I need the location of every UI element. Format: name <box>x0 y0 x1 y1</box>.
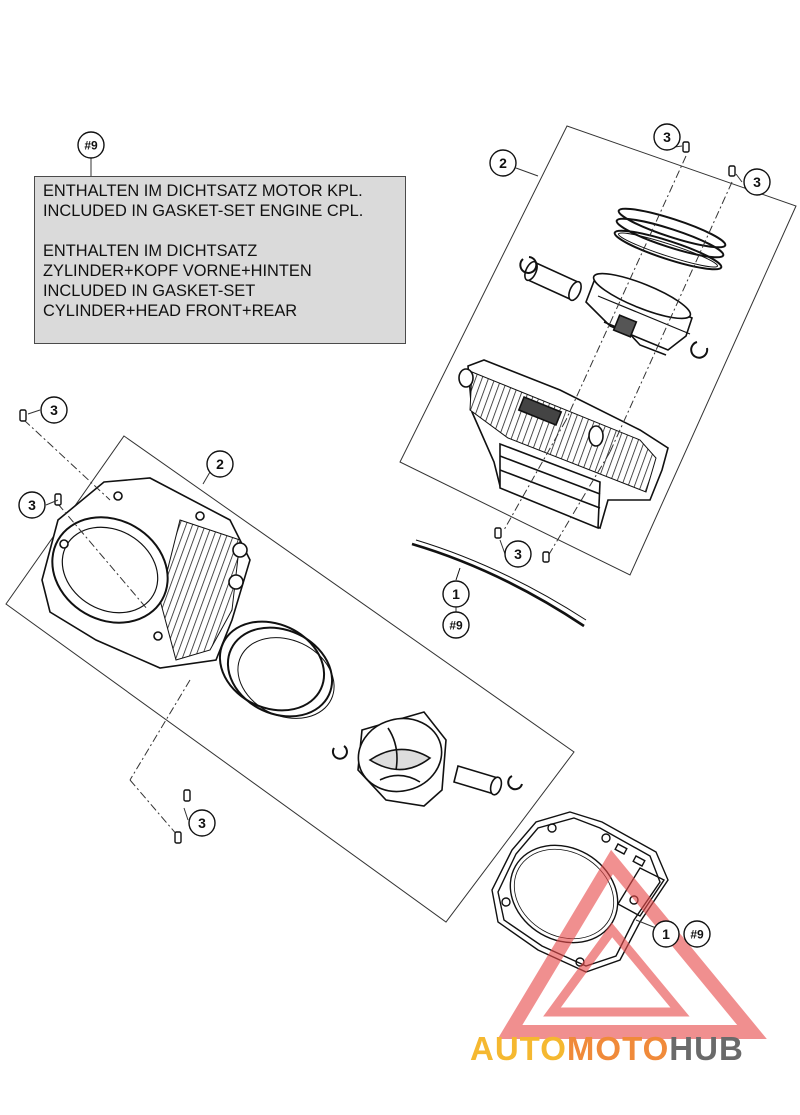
callout-3-lower-a <box>40 396 68 424</box>
note-ref-label: #9 <box>84 139 98 153</box>
callout-9-base-gasket-label: #9 <box>449 619 463 633</box>
upper-piston <box>585 272 693 356</box>
callout-3-top-a-label: 3 <box>663 129 671 145</box>
callout-3-lower-c-label: 3 <box>198 815 206 831</box>
callout-1-head-gasket <box>652 920 680 948</box>
upper-circlip-right <box>690 341 709 359</box>
callout-3-lower-b <box>18 491 46 519</box>
note-line-en-2b: CYLINDER+HEAD FRONT+REAR <box>43 302 298 320</box>
upper-cylinder-group <box>399 125 797 576</box>
callout-3-lower-c <box>188 809 216 837</box>
callout-1-base-gasket-label: 1 <box>452 586 460 602</box>
note-line-en-1: INCLUDED IN GASKET-SET ENGINE CPL. <box>43 202 364 220</box>
lower-piston-rings <box>218 620 335 719</box>
logo-part-hub: HUB <box>669 1030 744 1067</box>
callout-3-upper-bottom-label: 3 <box>514 546 522 562</box>
upper-piston-rings <box>613 207 727 271</box>
lower-assembly-axes <box>23 419 191 837</box>
logo-part-moto: MOTO <box>566 1030 670 1067</box>
upper-assembly-axes <box>503 155 733 557</box>
callout-2-lower <box>206 450 234 478</box>
automotohub-watermark-logo: AUTOMOTOHUB <box>470 1030 790 1074</box>
callout-9-head-gasket-label: #9 <box>690 928 704 942</box>
lower-circlip-left <box>331 745 348 760</box>
note-line-en-2a: INCLUDED IN GASKET-SET <box>43 282 256 300</box>
callout-2-upper <box>489 149 517 177</box>
lower-assembly-frame <box>5 435 575 923</box>
lower-dowel-pins <box>19 409 191 844</box>
lower-cylinder-group <box>5 409 575 923</box>
callout-3-lower-b-label: 3 <box>28 497 36 513</box>
note-line-de-1: ENTHALTEN IM DICHTSATZ MOTOR KPL. <box>43 182 363 200</box>
callout-3-top-a <box>653 123 681 151</box>
callout-3-upper-bottom <box>504 540 532 568</box>
callouts: #9 3 3 2 3 1 #9 3 3 2 3 1 #9 <box>18 123 771 948</box>
lower-piston-pin <box>453 764 503 796</box>
callout-2-upper-label: 2 <box>499 155 507 171</box>
logo-part-auto: AUTO <box>470 1030 567 1067</box>
upper-cylinder <box>458 359 669 530</box>
upper-assembly-frame <box>399 125 797 576</box>
note-line-de-2a: ENTHALTEN IM DICHTSATZ <box>43 242 258 260</box>
callout-2-lower-label: 2 <box>216 456 224 472</box>
note-ref-circle <box>77 131 105 159</box>
callout-9-head-gasket <box>683 920 711 948</box>
callout-3-lower-a-label: 3 <box>50 402 58 418</box>
lower-piston <box>357 711 447 807</box>
upper-circlip-left <box>519 256 538 274</box>
callout-3-top-b <box>743 168 771 196</box>
upper-dowel-pins <box>494 141 736 563</box>
lower-circlip-right <box>507 775 523 791</box>
note-line-de-2b: ZYLINDER+KOPF VORNE+HINTEN <box>43 262 312 280</box>
upper-base-gasket <box>411 539 587 628</box>
watermark-triangle <box>497 849 767 1039</box>
callout-3-top-b-label: 3 <box>753 174 761 190</box>
callout-9-base-gasket <box>442 611 470 639</box>
upper-piston-pin <box>524 260 582 302</box>
gasket-set-note-box: ENTHALTEN IM DICHTSATZ MOTOR KPL. INCLUD… <box>34 176 406 344</box>
note-spacer <box>43 221 405 241</box>
lower-cylinder <box>41 477 251 669</box>
callout-1-head-gasket-label: 1 <box>662 926 670 942</box>
